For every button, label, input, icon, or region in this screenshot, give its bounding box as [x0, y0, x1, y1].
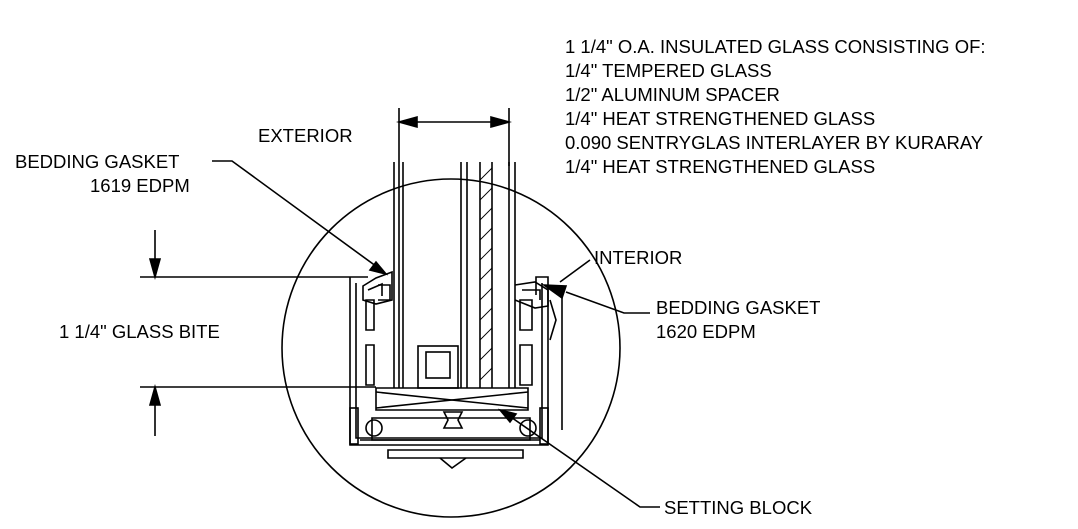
aluminum-spacer — [417, 345, 459, 389]
interior-label: INTERIOR — [594, 247, 683, 268]
spec-line: 1/4" HEAT STRENGTHENED GLASS — [565, 156, 876, 177]
right-gasket-code: 1620 EDPM — [656, 321, 756, 342]
spec-line: 1/4" HEAT STRENGTHENED GLASS — [565, 108, 876, 129]
spec-line: 1/2" ALUMINUM SPACER — [565, 84, 780, 105]
glass-thickness-dimension — [396, 108, 512, 166]
exterior-label: EXTERIOR — [258, 125, 353, 146]
glass-unit — [393, 162, 516, 388]
interlayer-hatch — [479, 167, 493, 381]
left-bedding-gasket — [362, 270, 393, 305]
left-gasket-label: BEDDING GASKET — [15, 151, 180, 172]
leader-interior — [559, 259, 591, 283]
setting-block-label: SETTING BLOCK — [664, 497, 813, 518]
leader-right-gasket — [541, 284, 650, 314]
glass-spec-block: 1 1/4" O.A. INSULATED GLASS CONSISTING O… — [565, 35, 986, 179]
leader-setting-block — [497, 408, 660, 508]
right-gasket-label: BEDDING GASKET — [656, 297, 821, 318]
spec-line: 0.090 SENTRYGLAS INTERLAYER BY KURARAY — [565, 132, 984, 153]
detail-circle — [281, 178, 621, 518]
left-gasket-code: 1619 EDPM — [90, 175, 190, 196]
leader-left-gasket — [212, 160, 389, 276]
spec-line: 1 1/4" O.A. INSULATED GLASS CONSISTING O… — [565, 36, 986, 57]
frame-profile — [349, 276, 563, 470]
glass-bite-dimension — [140, 230, 376, 436]
spec-line: 1/4" TEMPERED GLASS — [565, 60, 772, 81]
glass-bite-label: 1 1/4" GLASS BITE — [59, 321, 220, 342]
right-bedding-gasket — [514, 281, 549, 309]
